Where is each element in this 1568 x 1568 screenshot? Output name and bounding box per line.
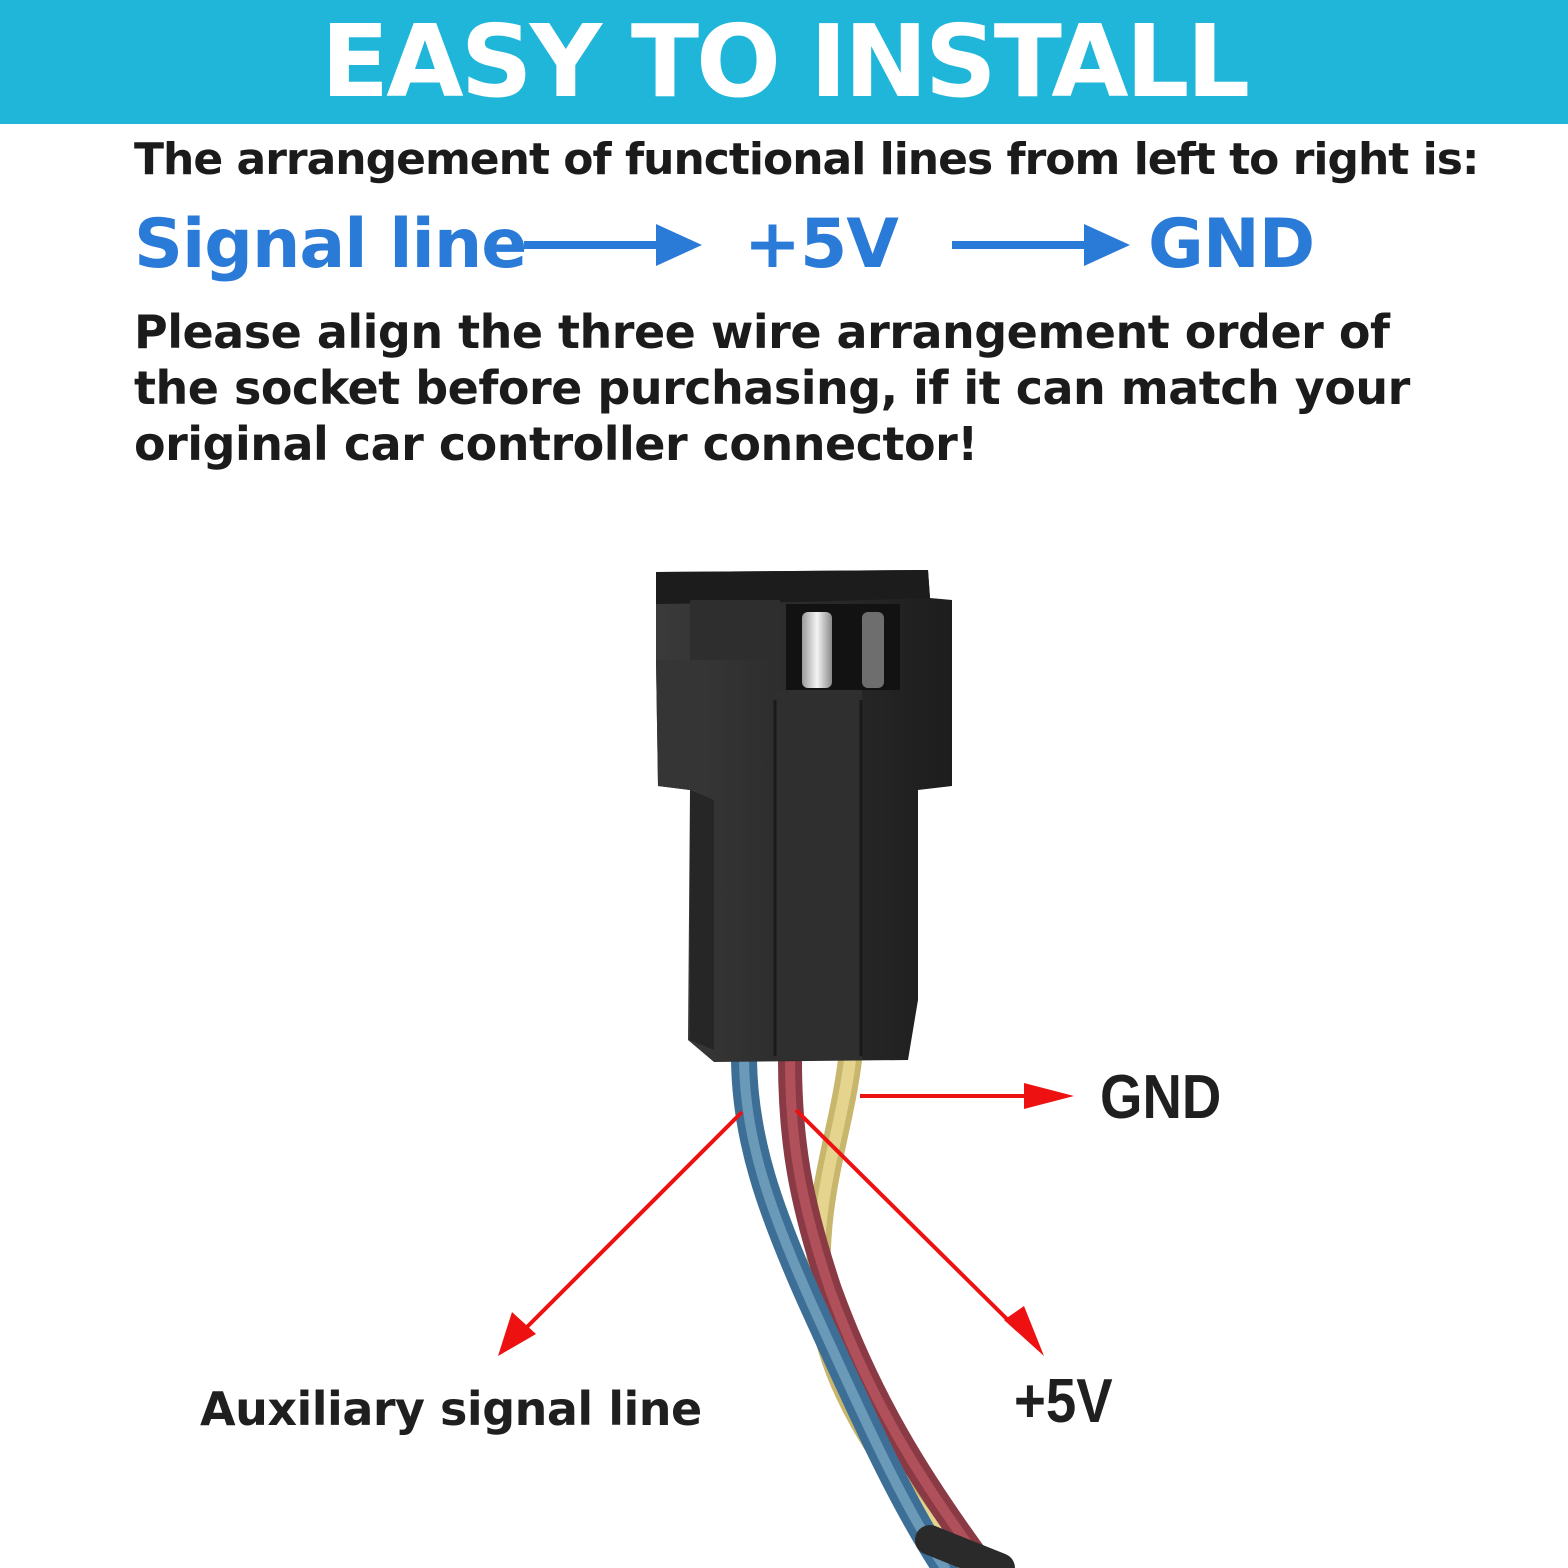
gnd-label: GND <box>1100 1063 1222 1132</box>
order-item-5v: +5V <box>744 205 899 284</box>
5v-callout-arrowhead <box>1004 1306 1044 1356</box>
connector-pin <box>802 612 832 688</box>
wire-bundle <box>731 1047 1015 1568</box>
right-arrow-icon <box>524 224 702 266</box>
three-pin-connector <box>656 570 952 1062</box>
order-item-gnd: GND <box>1148 205 1315 284</box>
aux-callout-arrowhead <box>498 1312 536 1356</box>
page-title: EASY TO INSTALL <box>320 3 1250 120</box>
header-banner <box>0 0 1568 124</box>
intro-text: The arrangement of functional lines from… <box>134 134 1480 185</box>
right-arrow-icon <box>952 224 1130 266</box>
notice-text: Please align the three wire arrangement … <box>134 305 1410 471</box>
connector-photo <box>498 570 1074 1568</box>
gnd-callout-arrowhead <box>1024 1083 1074 1109</box>
connector-pin <box>862 612 884 688</box>
5v-label: +5V <box>1014 1367 1113 1436</box>
wire-order-flow: Signal line +5V GND <box>0 200 1568 290</box>
auxiliary-signal-line-label: Auxiliary signal line <box>200 1382 702 1436</box>
order-item-signal-line: Signal line <box>134 205 527 284</box>
callout-arrows <box>498 1083 1074 1356</box>
